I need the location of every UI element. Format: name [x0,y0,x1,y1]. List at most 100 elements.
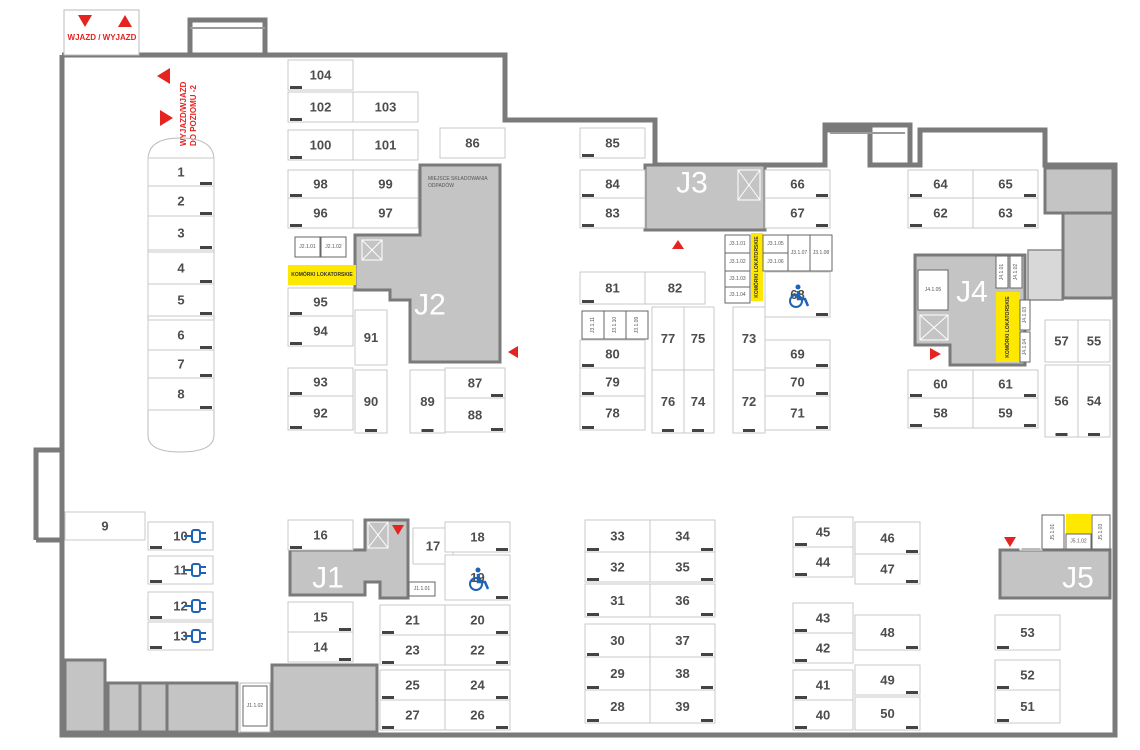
parking-spot-outline [792,632,854,664]
parking-spot-outline [579,395,646,431]
wheel-stop [290,426,302,429]
waste-label-line2: ODPADÓW [428,182,454,189]
parking-spot-outline [147,621,214,651]
parking-spot: 43 [792,602,854,634]
parking-spot: 54 [1077,364,1111,438]
parking-spot-outline [584,551,651,583]
storage-unit: J5.1.02 [1065,533,1092,550]
storage-unit-label: J3.1.08 [813,250,830,256]
parking-spot: 29 [584,656,651,691]
parking-spot-number: 34 [675,529,690,544]
storage-unit: J4.1.01 [995,255,1009,289]
storage-unit-box [1041,514,1065,550]
parking-spot-number: 39 [675,699,689,714]
wheel-stop [290,194,302,197]
parking-spot-outline [354,369,388,434]
wheel-stop [816,364,828,367]
parking-spot-outline [147,283,215,317]
parking-spot-number: 52 [1020,668,1034,683]
wheel-stop [150,546,162,549]
direction-arrow-icon [508,346,518,358]
parking-spot-outline [287,395,354,431]
storage-unit: J3.1.09 [625,310,649,340]
wheel-stop [382,726,394,729]
parking-spot-outline [1077,364,1111,438]
storage-unit-label: J3.1.06 [767,259,784,265]
parking-spot-outline [439,127,506,159]
parking-spot-number: 86 [465,136,479,151]
parking-spot: 8 [147,377,215,411]
parking-spot-number: 78 [605,406,619,421]
parking-spot-outline [287,631,354,663]
parking-spot-number: 56 [1054,394,1068,409]
parking-spot: 27 [379,699,446,731]
parking-spot: 44 [792,546,854,578]
parking-spot-outline [649,656,716,691]
core-j1 [288,518,410,600]
parking-spot: 58 [907,397,974,429]
parking-spot-number: 85 [605,136,619,151]
wheel-stop [795,659,807,662]
parking-spot: 35 [649,551,716,583]
core-label-j3: J3 [676,167,708,200]
parking-spot: 42 [792,632,854,664]
storage-unit: J3.1.01 [724,234,751,254]
parking-spot-outline [352,169,419,199]
storage-unit: J4.1.05 [917,269,949,311]
parking-spot: 56 [1044,364,1079,438]
wheel-stop [290,118,302,121]
parking-spot-outline [907,197,974,229]
parking-spot-outline [354,309,388,366]
parking-spot-number: 92 [313,406,327,421]
storage-unit-box [1009,255,1023,289]
parking-spot-number: 65 [998,177,1012,192]
storage-unit: J3.1.04 [724,286,751,304]
parking-spot-number: 62 [933,206,947,221]
parking-spot-number: 42 [816,641,830,656]
parking-spot: 7 [147,349,215,379]
parking-spot: 16 [287,519,354,551]
parking-spot-number: 80 [605,347,619,362]
storage-unit-box [809,234,833,272]
parking-spot-number: 14 [313,640,328,655]
wheel-stop [496,631,508,634]
wheel-stop [1024,224,1036,227]
parking-spot-outline [854,614,921,651]
parking-spot-outline [972,369,1039,399]
wheel-stop [582,154,594,157]
parking-spot-number: 28 [610,699,624,714]
parking-spot: 65 [972,169,1039,199]
arrow-left-icon [157,68,170,84]
core-j4-side [1061,211,1115,300]
parking-spot-outline [1044,319,1079,363]
ev-charger-icon [184,563,206,577]
storage-unit-box [917,269,949,311]
parking-spot: 83 [579,197,646,229]
parking-spot: 11 [147,555,214,585]
parking-spot-outline [352,129,419,161]
parking-spot-outline [907,397,974,429]
storage-unit-label: J5.1.03 [1098,524,1104,541]
storage-strip-j2 [288,265,356,285]
wheel-stop [339,658,351,661]
storage-unit-box [1019,299,1031,331]
block-bl-2 [106,681,142,734]
parking-spot-number: 99 [378,177,392,192]
parking-spot-outline [854,521,921,555]
wheel-stop [816,194,828,197]
parking-spot-outline [854,664,921,696]
wheel-stop [910,194,922,197]
parking-spot-outline [792,602,854,634]
wheel-stop [382,696,394,699]
parking-spot-number: 24 [470,678,485,693]
parking-spot-outline [907,169,974,199]
arrow-right-icon [160,110,173,126]
direction-arrow-icon [1004,537,1016,547]
parking-spot: 91 [354,309,388,366]
parking-spot-number: 27 [405,708,419,723]
parking-spot-number: 90 [364,394,378,409]
parking-spot-outline [64,511,146,541]
parking-spot-outline [972,169,1039,199]
